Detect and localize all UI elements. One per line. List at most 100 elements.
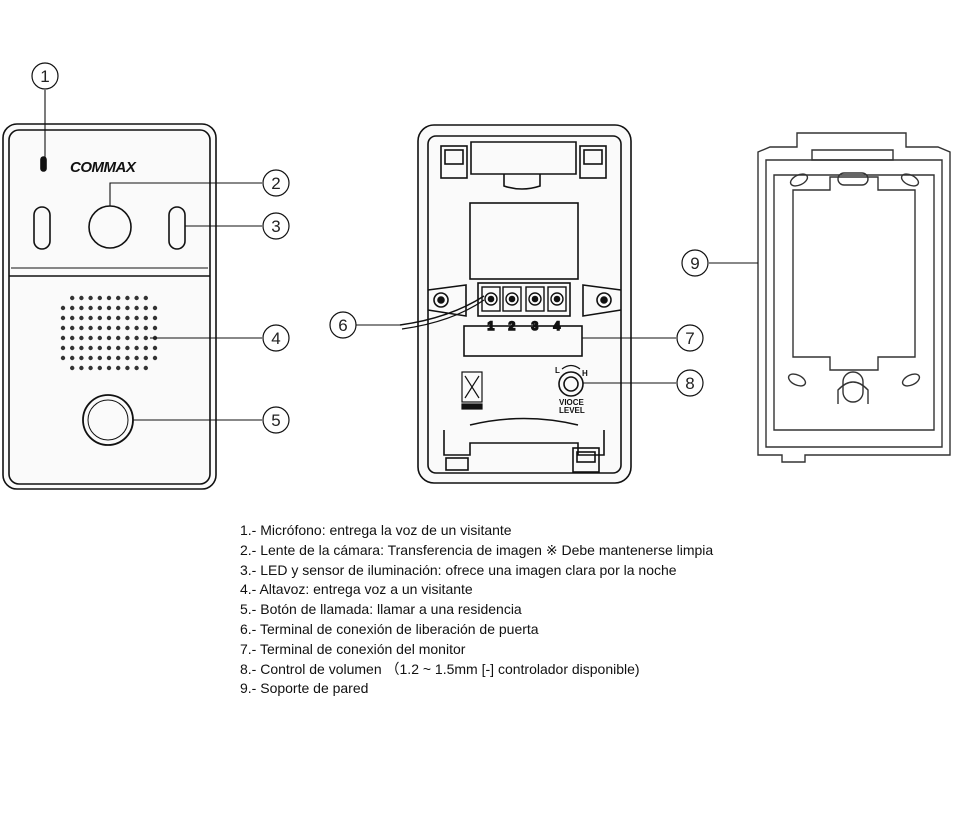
speaker-hole bbox=[88, 315, 93, 321]
callout-number: 8 bbox=[685, 374, 694, 393]
wall-bracket bbox=[757, 132, 951, 463]
speaker-hole bbox=[79, 295, 84, 301]
speaker-hole bbox=[152, 305, 158, 311]
speaker-hole bbox=[143, 345, 148, 351]
legend-item-2: 2.- Lente de la cámara: Transferencia de… bbox=[240, 541, 714, 558]
callout-7: 7 bbox=[582, 324, 704, 352]
callout-number: 4 bbox=[271, 329, 280, 348]
mount-hole-left bbox=[433, 292, 449, 308]
speaker-hole bbox=[106, 335, 112, 341]
speaker-hole bbox=[143, 305, 148, 311]
speaker-hole bbox=[60, 345, 66, 351]
speaker-hole bbox=[116, 315, 121, 321]
callout-9: 9 bbox=[681, 249, 758, 277]
speaker-hole bbox=[152, 315, 158, 321]
speaker-hole bbox=[134, 315, 139, 321]
speaker-hole bbox=[125, 335, 130, 341]
legend-item-5: 5.- Botón de llamada: llamar a una resid… bbox=[240, 601, 522, 618]
front-view: COMMAX bbox=[2, 123, 217, 490]
speaker-hole bbox=[70, 295, 75, 301]
speaker-hole bbox=[134, 355, 139, 361]
speaker-hole bbox=[60, 355, 66, 361]
speaker-hole bbox=[60, 325, 66, 331]
speaker-hole bbox=[125, 295, 130, 301]
speaker-hole bbox=[79, 325, 84, 331]
callout-8: 8 bbox=[583, 369, 704, 397]
speaker-hole bbox=[106, 355, 112, 361]
callout-number: 3 bbox=[271, 217, 280, 236]
volume-low-mark: L bbox=[555, 366, 560, 375]
legend-item-7: 7.- Terminal de conexión del monitor bbox=[240, 640, 466, 657]
speaker-hole bbox=[116, 305, 121, 311]
speaker-hole bbox=[134, 295, 139, 301]
back-label-area bbox=[469, 202, 579, 280]
legend-item-1: 1.- Micrófono: entrega la voz de un visi… bbox=[240, 522, 512, 538]
speaker-hole bbox=[60, 305, 66, 311]
speaker-hole bbox=[88, 335, 93, 341]
speaker-hole bbox=[143, 295, 148, 301]
callout-2: 2 bbox=[109, 169, 290, 206]
callout-3: 3 bbox=[185, 212, 290, 240]
volume-caption-line2: LEVEL bbox=[559, 406, 585, 415]
speaker-hole bbox=[116, 325, 121, 331]
speaker-hole bbox=[143, 325, 148, 331]
speaker-hole bbox=[125, 315, 130, 321]
speaker-hole bbox=[143, 315, 148, 321]
speaker-hole bbox=[125, 325, 130, 331]
speaker-hole bbox=[143, 335, 148, 341]
door-release-wire bbox=[399, 295, 485, 326]
speaker-hole bbox=[152, 355, 158, 361]
callout-5: 5 bbox=[133, 406, 290, 434]
speaker-hole bbox=[70, 315, 75, 321]
legend-item-4: 4.- Altavoz: entrega voz a un visitante bbox=[240, 581, 473, 598]
speaker-hole bbox=[79, 345, 84, 351]
speaker-hole bbox=[70, 325, 75, 331]
speaker-hole bbox=[70, 345, 75, 351]
speaker-hole bbox=[106, 365, 112, 371]
speaker-hole bbox=[116, 295, 121, 301]
led-sensor-right bbox=[168, 206, 186, 250]
speaker-hole bbox=[97, 355, 103, 361]
speaker-hole bbox=[152, 345, 158, 351]
speaker-hole bbox=[125, 355, 130, 361]
legend-item-9: 9.- Soporte de pared bbox=[240, 680, 369, 697]
weee-bin-icon bbox=[461, 371, 483, 410]
speaker-hole bbox=[106, 295, 112, 301]
mount-hole-right bbox=[596, 292, 612, 308]
bracket-outline bbox=[757, 132, 951, 463]
speaker-hole bbox=[125, 305, 130, 311]
volume-caption-line1: VIOCE bbox=[559, 398, 585, 407]
speaker-hole bbox=[88, 345, 93, 351]
speaker-hole bbox=[79, 355, 84, 361]
speaker-hole bbox=[152, 325, 158, 331]
speaker-hole bbox=[134, 335, 139, 341]
speaker-hole bbox=[116, 365, 121, 371]
speaker-hole bbox=[106, 315, 112, 321]
speaker-hole bbox=[134, 305, 139, 311]
speaker-hole bbox=[60, 315, 66, 321]
callout-number: 1 bbox=[40, 67, 49, 86]
callout-number: 9 bbox=[690, 254, 699, 273]
speaker-hole bbox=[97, 335, 103, 341]
speaker-hole bbox=[70, 365, 75, 371]
speaker-hole bbox=[143, 355, 148, 361]
callout-1: 1 bbox=[31, 62, 59, 160]
speaker-hole bbox=[125, 345, 130, 351]
speaker-hole bbox=[79, 335, 84, 341]
speaker-hole bbox=[97, 345, 103, 351]
speaker-hole bbox=[97, 305, 103, 311]
legend-item-6: 6.- Terminal de conexión de liberación d… bbox=[240, 620, 539, 637]
speaker-grille bbox=[60, 295, 158, 371]
speaker-hole bbox=[70, 305, 75, 311]
speaker-hole bbox=[70, 355, 75, 361]
speaker-hole bbox=[88, 305, 93, 311]
speaker-hole bbox=[116, 345, 121, 351]
speaker-hole bbox=[97, 325, 103, 331]
speaker-hole bbox=[97, 295, 103, 301]
volume-knob bbox=[558, 371, 584, 397]
speaker-hole bbox=[88, 325, 93, 331]
led-sensor-left bbox=[33, 206, 51, 250]
speaker-hole bbox=[134, 345, 139, 351]
